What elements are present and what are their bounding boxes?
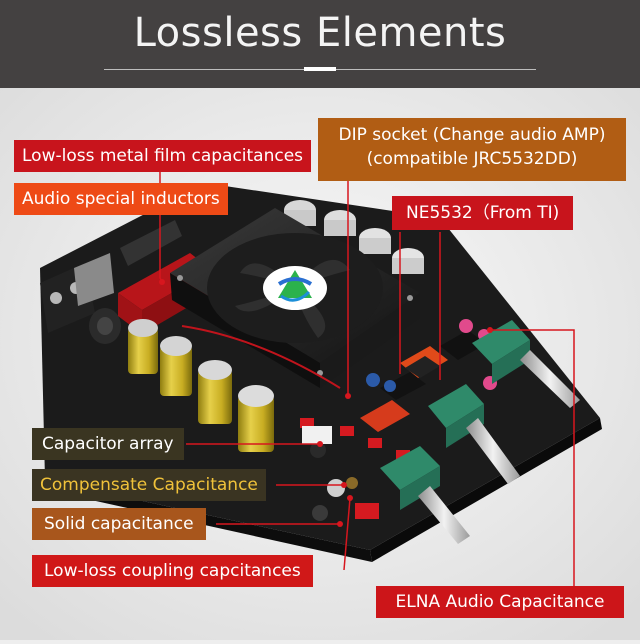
power-terminal: [40, 253, 114, 333]
label-dip-socket-line2: (compatible JRC5532DD): [366, 149, 578, 169]
coupling-pointer: [343, 497, 351, 571]
capacitor-array: [128, 319, 274, 452]
label-compensate-capacitance: Compensate Capacitance: [32, 469, 266, 501]
volume-knobs: [380, 320, 580, 544]
signal-connector: [302, 426, 332, 444]
inductor: [89, 308, 121, 344]
title-accent: [304, 67, 336, 71]
triangle-swirl-logo: [277, 270, 313, 302]
label-ne5532: NE5532（From TI): [392, 196, 574, 230]
cooling-fan: [170, 208, 420, 388]
label-audio-inductors: Audio special inductors: [14, 183, 228, 215]
film-capacitors: [300, 418, 410, 519]
label-metal-film-capacitances: Low-loss metal film capacitances: [14, 140, 312, 172]
label-elna-capacitance: ELNA Audio Capacitance: [376, 586, 624, 618]
elna-pointer: [490, 329, 575, 600]
page-title: Lossless Elements: [133, 10, 507, 56]
label-solid-capacitance: Solid capacitance: [32, 508, 206, 540]
op-amp-sockets: [360, 330, 486, 432]
header-bar: Lossless Elements: [0, 0, 640, 88]
fan-wire: [181, 325, 341, 389]
label-dip-socket-line1: DIP socket (Change audio AMP): [338, 125, 606, 145]
label-capacitor-array: Capacitor array: [32, 428, 184, 460]
label-coupling-capacitances: Low-loss coupling capcitances: [32, 555, 313, 587]
label-dip-socket: DIP socket (Change audio AMP) (compatibl…: [318, 118, 626, 181]
